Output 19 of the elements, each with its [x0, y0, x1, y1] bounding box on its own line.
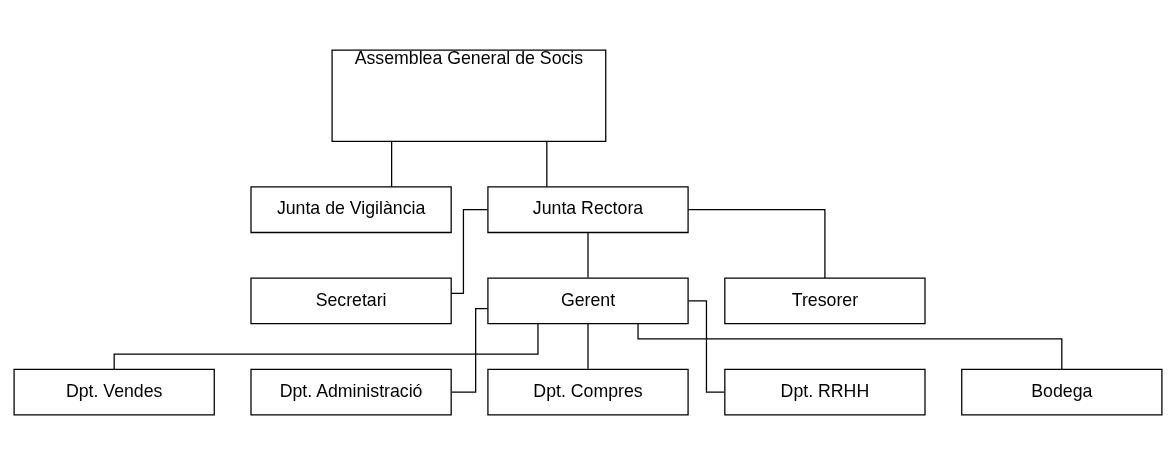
node-box: Junta Rectora [487, 186, 689, 234]
node-box: Bodega [961, 368, 1163, 416]
node-box: Junta de Vigilància [250, 186, 452, 234]
node-box: Tresorer [724, 277, 926, 325]
node-box: Dpt. Administració [250, 368, 452, 416]
connector [391, 140, 393, 188]
node-box: Gerent [487, 277, 689, 325]
connector [587, 323, 589, 370]
connector [451, 307, 489, 393]
connector [687, 300, 726, 393]
connector [546, 140, 548, 188]
connector [450, 209, 489, 294]
node-box: Secretari [250, 277, 452, 325]
node-box: Assemblea General de Socis [331, 49, 607, 142]
node-box: Dpt. RRHH [724, 368, 926, 416]
node-box: Dpt. Vendes [13, 368, 215, 416]
connector [687, 209, 826, 279]
connector [587, 232, 589, 279]
node-box: Dpt. Compres [487, 368, 689, 416]
